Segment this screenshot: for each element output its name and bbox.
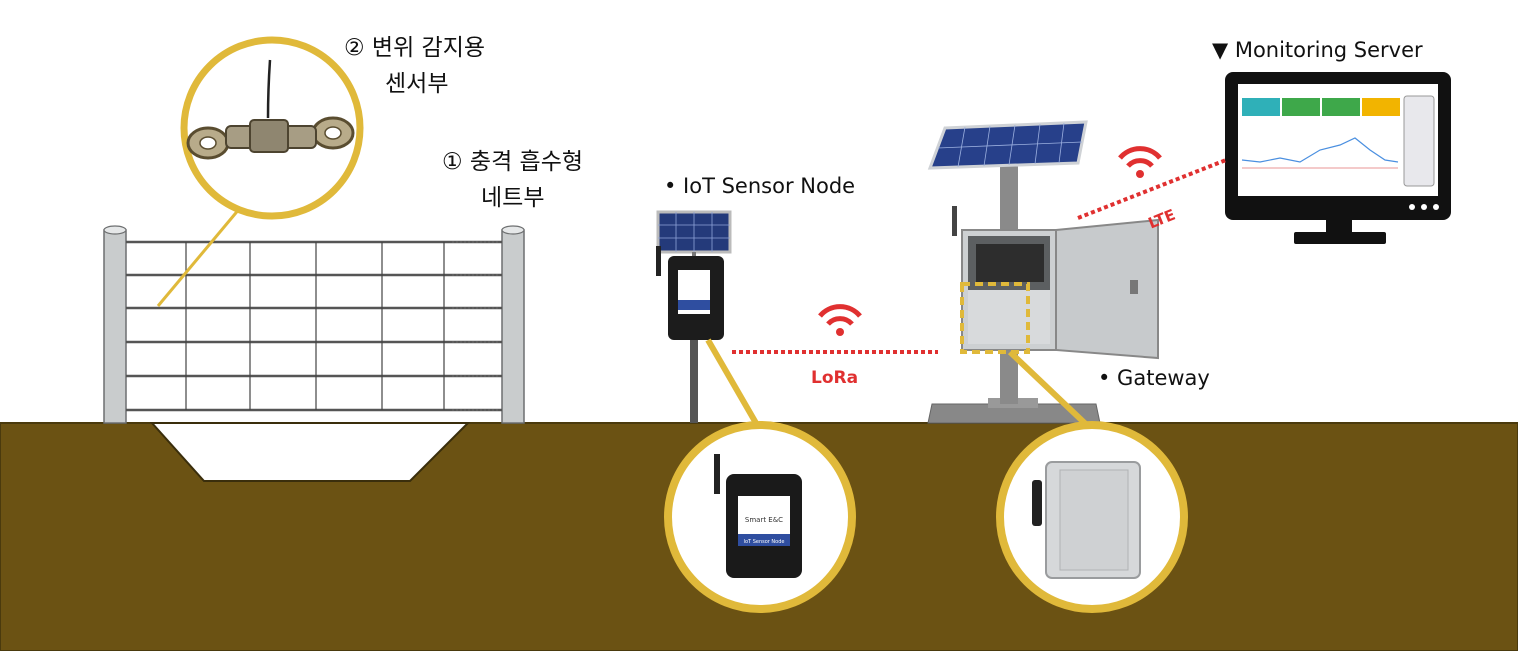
lora-label: LoRa bbox=[811, 368, 859, 388]
lte-link bbox=[1077, 158, 1227, 220]
gateway-zoom-callout bbox=[996, 421, 1188, 613]
gateway-label: • Gateway bbox=[1098, 366, 1210, 390]
iot-sensor-node-label: • IoT Sensor Node bbox=[664, 174, 856, 198]
iot-sensor-node-unit bbox=[656, 210, 732, 423]
sensor-label-line2: 센서부 bbox=[385, 71, 449, 97]
sensor-label-line1: ② 변위 감지용 bbox=[344, 35, 486, 61]
displacement-sensor-label: ② 변위 감지용 센서부 bbox=[344, 30, 485, 102]
wifi-icon bbox=[1118, 146, 1162, 178]
node-brand-text: Smart E&C bbox=[745, 516, 783, 524]
displacement-sensor-image bbox=[186, 59, 355, 160]
gateway-callout-line bbox=[1007, 349, 1095, 433]
node-callout-line bbox=[705, 338, 763, 432]
trench bbox=[149, 422, 471, 482]
node-tag-text: IoT Sensor Node bbox=[744, 539, 785, 545]
net-label-line1: ① 충격 흡수형 bbox=[442, 149, 584, 175]
node-zoom-callout: Smart E&C IoT Sensor Node bbox=[664, 421, 856, 613]
net-label-line2: 네트부 bbox=[481, 185, 545, 211]
fence-net bbox=[103, 225, 525, 424]
gateway-unit bbox=[927, 120, 1159, 424]
sensor-zoom-callout bbox=[156, 36, 364, 307]
monitoring-server-monitor bbox=[1225, 72, 1451, 244]
wifi-icon bbox=[818, 304, 862, 336]
shock-absorbing-net-label: ① 충격 흡수형 네트부 bbox=[442, 144, 583, 216]
monitoring-server-label: ▼ Monitoring Server bbox=[1212, 38, 1423, 62]
